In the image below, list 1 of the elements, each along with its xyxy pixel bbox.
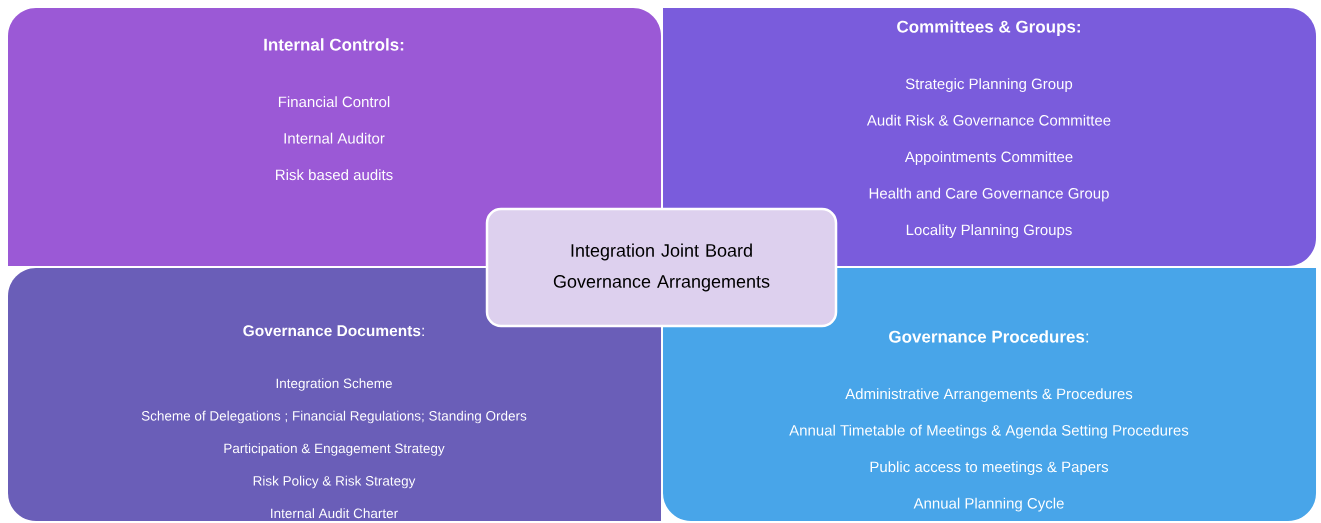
center-box: Integration Joint Board Governance Arrangements — [485, 207, 838, 328]
